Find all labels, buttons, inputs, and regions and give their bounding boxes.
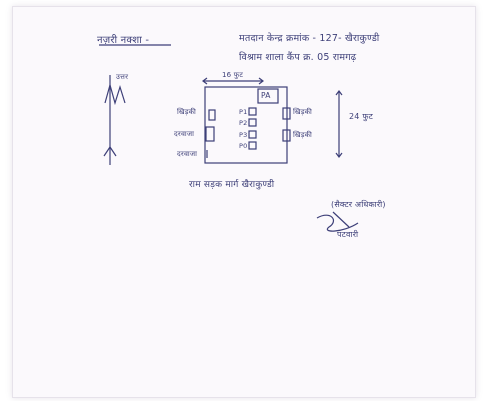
booth-label-4: P0 (239, 142, 248, 150)
booth-box-3 (248, 130, 257, 139)
right-label-window-1: खिड़की (293, 108, 313, 116)
heading: नज़री नक्शा - (97, 35, 150, 46)
left-label-door-2: दरवाजा (177, 150, 198, 158)
signature-stroke (332, 211, 350, 228)
room-height-label: 24 फुट (349, 112, 373, 121)
booth-label-2: P2 (239, 119, 248, 127)
booth-label-3: P3 (239, 131, 248, 139)
left-label-door: दरवाजा (174, 130, 195, 138)
booth-box-1 (248, 107, 257, 116)
booth-box-2 (248, 118, 257, 127)
height-arrow-top (335, 90, 343, 96)
north-arrow-zigzag (104, 82, 126, 106)
pa-box (257, 88, 279, 104)
signature-scribble (316, 214, 359, 232)
pa-label: PA (261, 91, 271, 100)
sketch-map (99, 44, 359, 232)
right-label-window-2: खिड़की (293, 131, 313, 139)
booth-label-1: P1 (239, 108, 248, 116)
width-arrow-right (258, 77, 264, 85)
booth-box-4 (248, 141, 257, 150)
left-label-window: खिड़की (177, 108, 197, 116)
room-outline (204, 86, 288, 164)
polling-station-subtitle: विश्राम शाला कैंप क्र. 05 रामगढ़ (239, 52, 357, 63)
compass-label: उत्तर (116, 73, 129, 81)
left-door-marker (205, 126, 215, 142)
north-arrow-head (103, 145, 117, 157)
document-page: नज़री नक्शा - मतदान केन्द्र क्रमांक - 12… (12, 6, 476, 398)
room-width-label: 16 फुट (222, 71, 244, 79)
width-arrow-left (202, 77, 208, 85)
polling-station-title: मतदान केन्द्र क्रमांक - 127- खैराकुण्डी (239, 33, 380, 44)
right-window-marker-1 (282, 107, 291, 120)
road-caption: राम सड़क मार्ग खैराकुण्डी (189, 180, 275, 190)
right-window-marker-2 (282, 129, 291, 142)
signatory-title: (सैक्टर अधिकारी) (331, 200, 386, 209)
left-window-marker (208, 109, 216, 121)
height-arrow-bottom (335, 152, 343, 158)
signatory-name: पटवारी (337, 230, 359, 239)
